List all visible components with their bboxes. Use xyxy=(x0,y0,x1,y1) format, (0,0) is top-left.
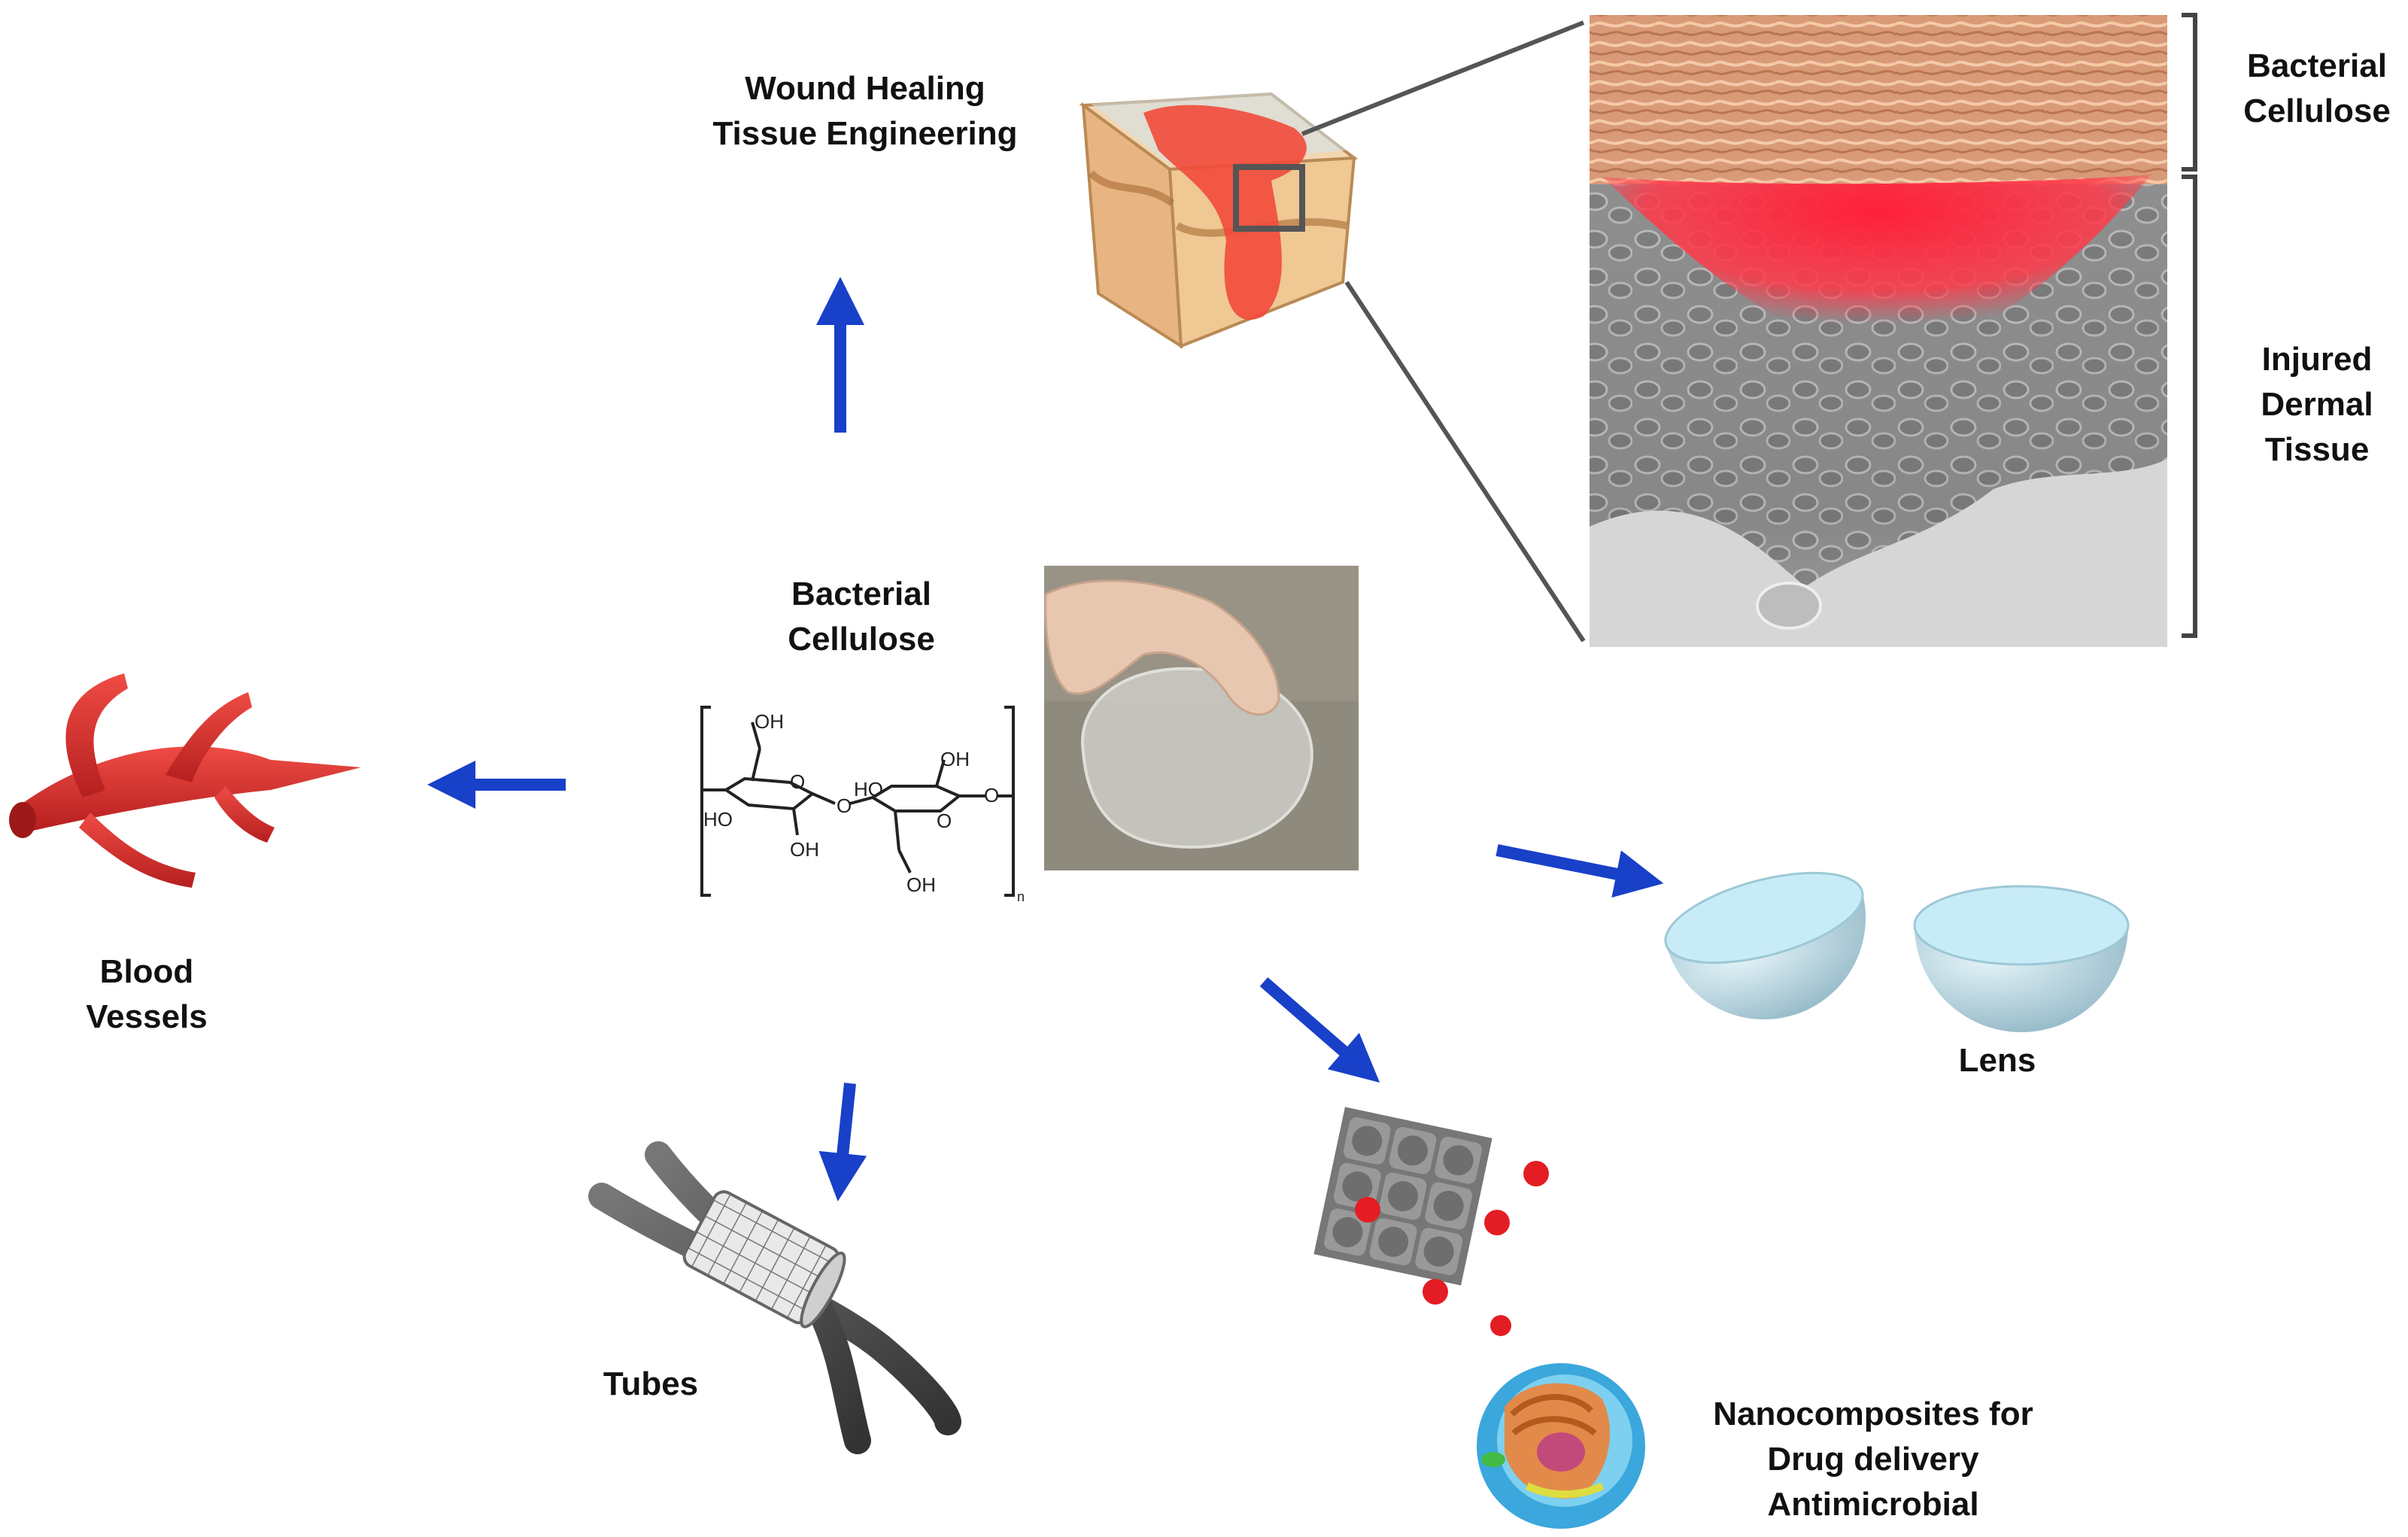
tubes-text: Tubes xyxy=(603,1365,699,1402)
chem-oh-top-right: OH xyxy=(940,748,970,770)
skin-block-illustration xyxy=(1079,92,1359,349)
bacterial-cellulose-line-2: Cellulose xyxy=(788,621,935,658)
cell-illustration xyxy=(1477,1363,1645,1529)
chem-oh-bottom-left: OH xyxy=(790,838,819,861)
chem-o-end: O xyxy=(984,784,999,806)
chem-oh-top-left: OH xyxy=(755,710,784,733)
injured-tissue-label: Injured Dermal Tissue xyxy=(2219,337,2408,472)
blood-vessels-label: Blood Vessels xyxy=(45,949,248,1040)
arrow-down-right xyxy=(1259,977,1380,1083)
wound-healing-line-2: Tissue Engineering xyxy=(712,115,1018,152)
chem-o-ring-1: O xyxy=(790,770,805,793)
bacterial-cellulose-line-1: Bacterial xyxy=(791,576,931,612)
inset-cellulose-line-1: Bacterial xyxy=(2247,47,2387,84)
blood-vessels-line-2: Vessels xyxy=(86,998,208,1035)
zoom-line-bottom xyxy=(1344,281,1586,642)
nanocomposite-grid xyxy=(1313,1107,1492,1286)
blood-vessels-line-1: Blood xyxy=(99,953,194,990)
blood-vessel-illustration xyxy=(9,673,361,888)
zoom-line-top xyxy=(1301,20,1585,136)
inset-bracket xyxy=(2182,13,2197,638)
chem-subscript-n: n xyxy=(1017,889,1025,904)
injured-tissue-line-1: Injured xyxy=(2261,341,2373,378)
nanocomposites-line-1: Nanocomposites for xyxy=(1713,1396,2033,1432)
inset-cellulose-line-2: Cellulose xyxy=(2243,93,2391,129)
cellulose-membrane-photo xyxy=(1044,566,1359,870)
tubes-illustration xyxy=(588,1141,961,1454)
nanocomposites-line-2: Drug delivery xyxy=(1767,1441,1979,1478)
tubes-label: Tubes xyxy=(572,1362,730,1407)
chem-ho-left: HO xyxy=(703,808,733,831)
lens-text: Lens xyxy=(1958,1042,2036,1079)
inset-cellulose-label: Bacterial Cellulose xyxy=(2212,44,2408,134)
nanocomposites-line-3: Antimicrobial xyxy=(1767,1486,1979,1523)
cellulose-structure xyxy=(700,706,1015,897)
nanocomposites-label: Nanocomposites for Drug delivery Antimic… xyxy=(1693,1392,2054,1527)
arrow-right xyxy=(1496,844,1664,898)
wound-healing-line-1: Wound Healing xyxy=(745,70,985,107)
chem-o-bridge: O xyxy=(837,794,852,817)
drug-particles xyxy=(1355,1161,1549,1336)
wound-healing-label: Wound Healing Tissue Engineering xyxy=(688,66,1042,156)
chem-ho-right: HO xyxy=(854,778,883,800)
cellulose-atom-labels: OH HO O OH O HO OH O OH O n xyxy=(703,710,1025,904)
arrow-down xyxy=(818,1083,867,1201)
injured-tissue-line-3: Tissue xyxy=(2264,431,2370,468)
lens-illustration xyxy=(1664,871,2130,1032)
bacterial-cellulose-title: Bacterial Cellulose xyxy=(752,572,970,662)
lens-label: Lens xyxy=(1926,1038,2069,1083)
sem-inset-image xyxy=(1590,15,2167,647)
injured-tissue-line-2: Dermal xyxy=(2261,386,2373,423)
chem-o-ring-2: O xyxy=(937,810,952,832)
chem-oh-bottom-right: OH xyxy=(906,873,936,896)
